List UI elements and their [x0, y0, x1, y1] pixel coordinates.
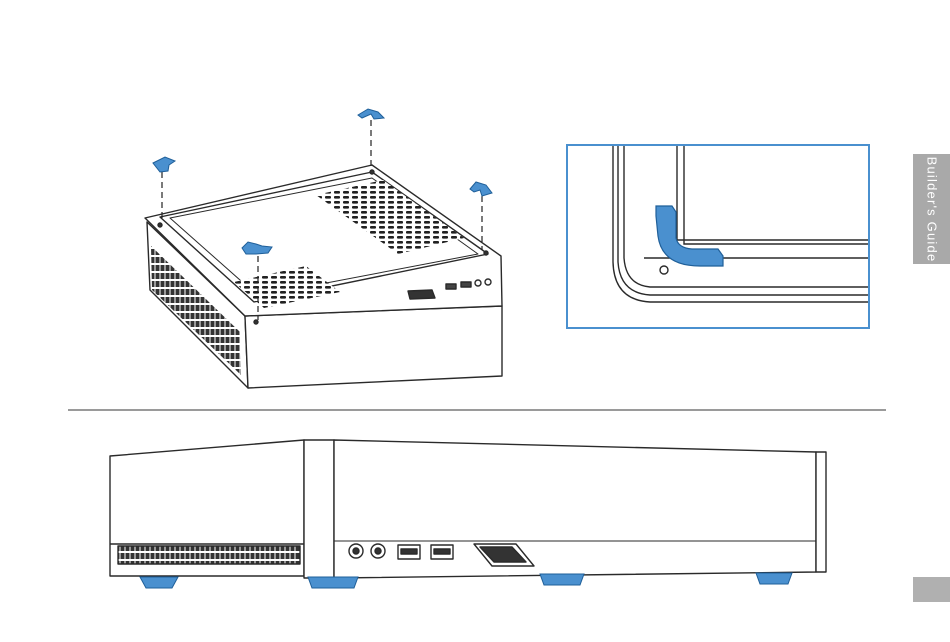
case-isometric: [145, 165, 502, 388]
foot-icon: [140, 577, 178, 588]
foot-icon: [540, 574, 584, 585]
foot-icon: [756, 573, 792, 584]
section-tab-label: Builder's Guide: [924, 156, 939, 262]
section-tab: Builder's Guide: [913, 154, 950, 264]
page-number-box: [913, 577, 950, 602]
foot-icon: [358, 109, 384, 119]
foot-icon: [308, 577, 358, 588]
foot-icon: [153, 157, 175, 172]
foot-icon: [470, 182, 492, 196]
detail-inset: [567, 145, 869, 328]
divider: [68, 409, 886, 411]
installation-figure: [0, 0, 950, 400]
case-front-view: [0, 420, 950, 642]
